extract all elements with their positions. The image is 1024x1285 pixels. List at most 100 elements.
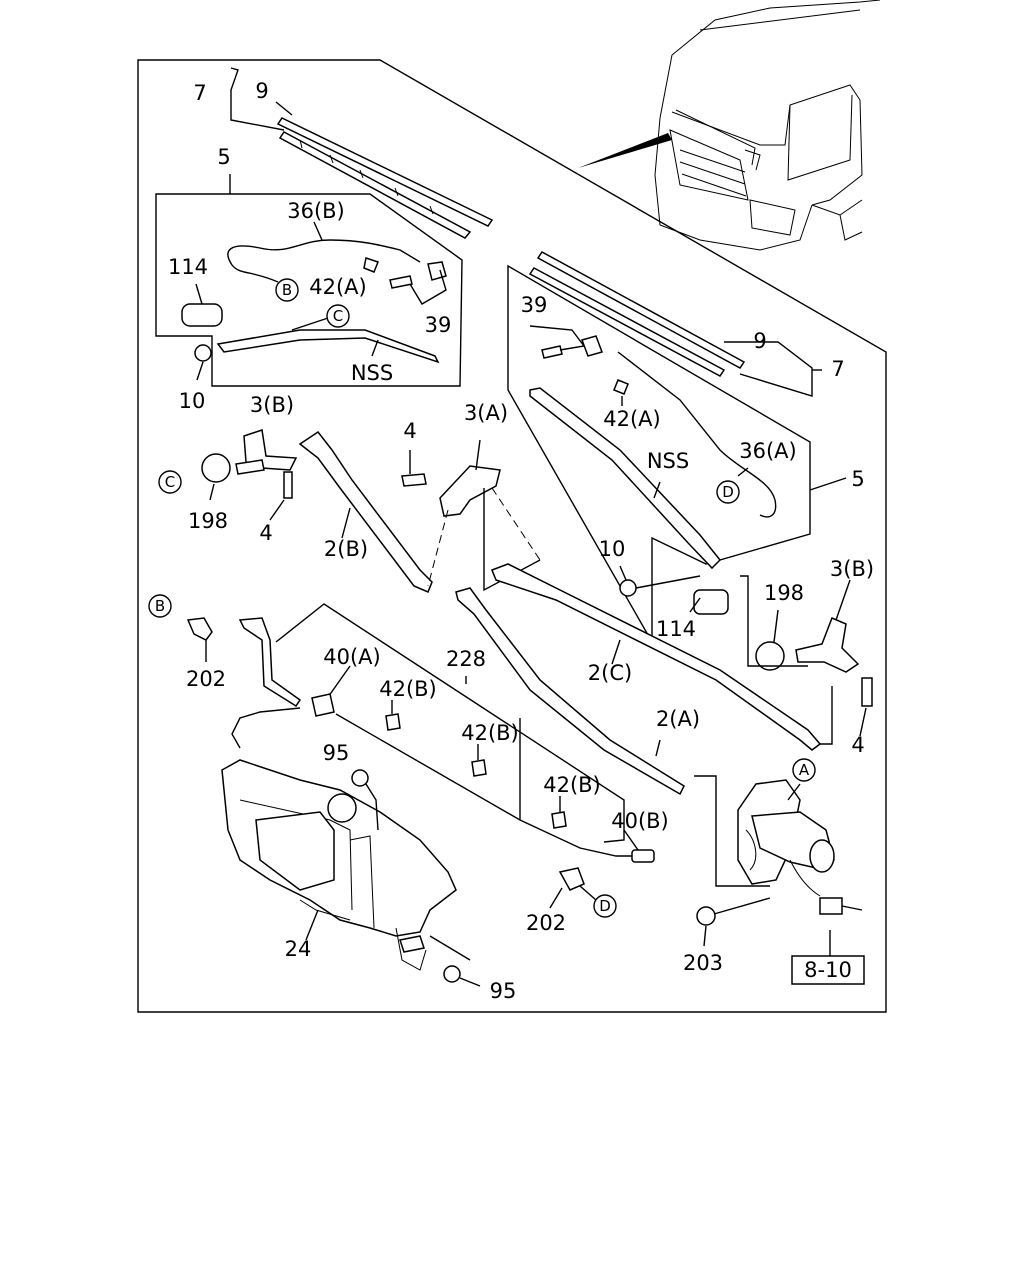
nut-203 [696,906,716,926]
callout-c228: 228 [446,647,486,671]
nozzle-40b [631,849,655,863]
callout-c2c: 2(C) [588,661,632,685]
marker-letter: D [599,897,611,915]
callout-c42b-2: 42(B) [461,721,519,745]
leader-4-right [859,707,867,737]
callout-c36b: 36(B) [287,199,345,223]
callout-c3b-right: 3(B) [830,557,874,581]
marker-m-d-right: D [716,480,740,504]
circled-markers: B C C D B A D [148,278,816,918]
leader-d-lower [579,885,597,901]
washer-tank-24 [221,759,457,971]
callout-c36a: 36(A) [739,439,796,463]
marker-m-b-lower: B [148,594,172,618]
marker-letter: B [282,281,292,299]
callout-c198-right: 198 [764,581,804,605]
clip-40a [311,693,335,717]
leader-motor-box [694,775,770,887]
wiper-motor [737,779,843,915]
callout-c39-right: 39 [521,293,548,317]
washer-hose-36a [617,351,777,518]
leader-114-right [689,597,701,613]
marker-m-a: A [792,758,816,782]
callout-c202-left: 202 [186,667,226,691]
marker-m-c-left: C [158,470,182,494]
callout-c42a-left: 42(A) [309,275,366,299]
nut-95-top [351,769,369,787]
callout-c4-mid: 4 [403,419,416,443]
leader-3b-right [835,579,851,621]
washer-tube-40a [238,617,302,708]
bracket-39-right [581,335,603,357]
marker-circle [326,304,350,328]
callout-c95-bottom: 95 [490,979,517,1003]
callout-c7-right: 7 [831,357,844,381]
marker-circle [158,470,182,494]
leader-connector [829,905,863,956]
marker-circle [792,758,816,782]
leader-4-left-low [269,499,285,521]
marker-m-b-upper: B [275,278,299,302]
nozzle-114-left [181,303,223,327]
clip-42b-2 [471,759,487,777]
callout-c4-left-low: 4 [259,521,272,545]
nozzle-114-right [693,589,729,615]
box-5-left [155,193,463,387]
callout-c5-right: 5 [851,467,864,491]
marker-letter: B [155,597,165,615]
dash-3a-2b [427,509,449,587]
leader-39-right [529,325,586,351]
wiper-blade-right [528,251,746,377]
wiper-arm-right [529,387,722,570]
bracket-39-left [427,261,447,281]
callout-c9-top: 9 [255,79,268,103]
truck-cab-illustration [654,0,881,251]
leader-39-left [409,269,447,305]
marker-letter: C [333,307,343,325]
leader-114-left [195,283,203,305]
marker-m-d-lower: D [593,894,617,918]
callout-c4-right: 4 [851,733,864,757]
callout-c40a: 40(A) [323,645,380,669]
link-rod-2c [491,563,822,751]
callout-c10-left: 10 [179,389,206,413]
hose-connector-202-right [558,867,585,891]
leader-3a [475,439,481,471]
callout-c2a: 2(A) [656,707,700,731]
leader-198-right [773,609,779,643]
nut-10-right [619,579,637,597]
clip-42a-left [363,257,379,273]
callout-pointer-arrow [578,133,672,168]
bolt-4-right [861,677,873,707]
leader-2c [611,639,621,665]
callout-c42b-1: 42(B) [379,677,437,701]
hose-connector-202-left [186,617,213,641]
marker-letter: D [722,483,734,501]
callout-c203: 203 [683,951,723,975]
bolt-39-right [541,345,563,359]
hose-to-tank [231,707,301,749]
callout-c202-right: 202 [526,911,566,935]
leader-24 [305,909,319,941]
callout-cnss-right: NSS [647,449,689,473]
reference-box [791,955,865,985]
leader-9-right [724,341,813,397]
diagram-frame [137,59,887,1013]
leader-40b [623,829,639,851]
wiper-blade-left [276,117,494,239]
leader-36a [737,467,749,477]
leader-203 [703,897,771,947]
leader-a [787,783,801,801]
leader-nss-right [653,481,661,499]
reference-box-label: 8-10 [804,958,852,982]
callout-c9-right: 9 [753,329,766,353]
leader-2b [341,507,351,539]
leader-7-top [230,67,285,131]
leader-95-top [365,783,379,831]
leader-2a [655,739,661,757]
callout-c114-left: 114 [168,255,208,279]
link-rod-2a [455,587,685,796]
callout-c39-left: 39 [425,313,452,337]
